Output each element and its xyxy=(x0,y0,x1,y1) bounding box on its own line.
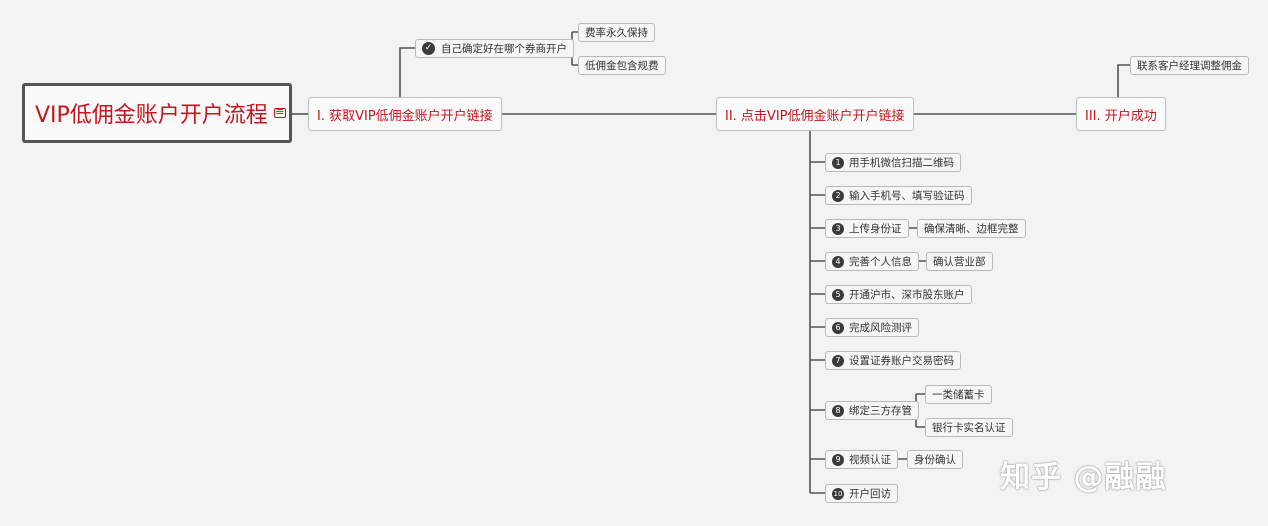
branch-click-link[interactable]: II. 点击VIP低佣金账户开户链接 xyxy=(716,97,914,131)
step-4[interactable]: 4 完善个人信息 xyxy=(825,252,919,271)
root-title: VIP低佣金账户开户流程 xyxy=(35,103,268,128)
step-7[interactable]: 7 设置证券账户交易密码 xyxy=(825,351,961,370)
step-9[interactable]: 9 视频认证 xyxy=(825,450,898,469)
step-label: 开通沪市、深市股东账户 xyxy=(849,289,965,301)
number-badge: 4 xyxy=(832,255,844,268)
step-label: 绑定三方存管 xyxy=(849,405,912,417)
root-topic[interactable]: VIP低佣金账户开户流程 ≡ xyxy=(22,83,292,143)
step-label: 上传身份证 xyxy=(849,223,902,235)
topic-contact-manager[interactable]: 联系客户经理调整佣金 xyxy=(1130,56,1249,75)
step-6[interactable]: 6 完成风险测评 xyxy=(825,318,919,337)
branch-label: II. 点击VIP低佣金账户开户链接 xyxy=(725,108,905,124)
number-badge: 6 xyxy=(832,321,844,334)
step-label: 输入手机号、填写验证码 xyxy=(849,190,965,202)
topic-label: 联系客户经理调整佣金 xyxy=(1137,60,1242,72)
branch-account-opened[interactable]: III. 开户成功 xyxy=(1076,97,1166,131)
step-5[interactable]: 5 开通沪市、深市股东账户 xyxy=(825,285,972,304)
branch-label: III. 开户成功 xyxy=(1085,108,1157,124)
step-8-note-debit-card[interactable]: 一类储蓄卡 xyxy=(925,385,992,404)
topic-rate-permanent[interactable]: 费率永久保持 xyxy=(578,23,655,42)
step-label: 开户回访 xyxy=(849,488,891,500)
topic-low-fee-includes-levies[interactable]: 低佣金包含规费 xyxy=(578,56,666,75)
number-badge: 1 xyxy=(832,156,844,169)
connector-b3-child xyxy=(1117,64,1130,97)
note-label: 确认营业部 xyxy=(933,256,986,268)
step-4-note[interactable]: 确认营业部 xyxy=(926,252,993,271)
note-label: 一类储蓄卡 xyxy=(932,389,985,401)
topic-label: 自己确定好在哪个券商开户 xyxy=(441,43,567,55)
step-8-note-realname[interactable]: 银行卡实名认证 xyxy=(925,418,1013,437)
topic-choose-broker[interactable]: ✓ 自己确定好在哪个券商开户 xyxy=(415,39,574,58)
step-2[interactable]: 2 输入手机号、填写验证码 xyxy=(825,186,972,205)
branch-label: I. 获取VIP低佣金账户开户链接 xyxy=(317,108,493,124)
number-badge: 5 xyxy=(832,288,844,301)
connector-b1-child xyxy=(399,47,415,97)
step-1[interactable]: 1 用手机微信扫描二维码 xyxy=(825,153,961,172)
step-3[interactable]: 3 上传身份证 xyxy=(825,219,909,238)
connector-b2-steps xyxy=(810,161,825,494)
number-badge: 8 xyxy=(832,404,844,417)
check-circle-icon: ✓ xyxy=(422,42,435,55)
note-icon[interactable]: ≡ xyxy=(273,108,286,118)
note-label: 身份确认 xyxy=(914,454,956,466)
number-badge: 2 xyxy=(832,189,844,202)
number-badge: 7 xyxy=(832,354,844,367)
number-badge: 10 xyxy=(832,487,844,500)
step-label: 完成风险测评 xyxy=(849,322,912,334)
step-3-note[interactable]: 确保清晰、边框完整 xyxy=(917,219,1026,238)
number-badge: 3 xyxy=(832,222,844,235)
step-label: 用手机微信扫描二维码 xyxy=(849,157,954,169)
topic-label: 低佣金包含规费 xyxy=(585,60,659,72)
branch-get-link[interactable]: I. 获取VIP低佣金账户开户链接 xyxy=(308,97,502,131)
note-label: 确保清晰、边框完整 xyxy=(924,223,1019,235)
topic-label: 费率永久保持 xyxy=(585,27,648,39)
note-label: 银行卡实名认证 xyxy=(932,422,1006,434)
step-label: 完善个人信息 xyxy=(849,256,912,268)
step-9-note[interactable]: 身份确认 xyxy=(907,450,963,469)
step-label: 设置证券账户交易密码 xyxy=(849,355,954,367)
step-10[interactable]: 10 开户回访 xyxy=(825,484,898,503)
watermark: 知乎 @融融 xyxy=(1000,460,1167,495)
number-badge: 9 xyxy=(832,453,844,466)
step-label: 视频认证 xyxy=(849,454,891,466)
step-8[interactable]: 8 绑定三方存管 xyxy=(825,401,919,420)
